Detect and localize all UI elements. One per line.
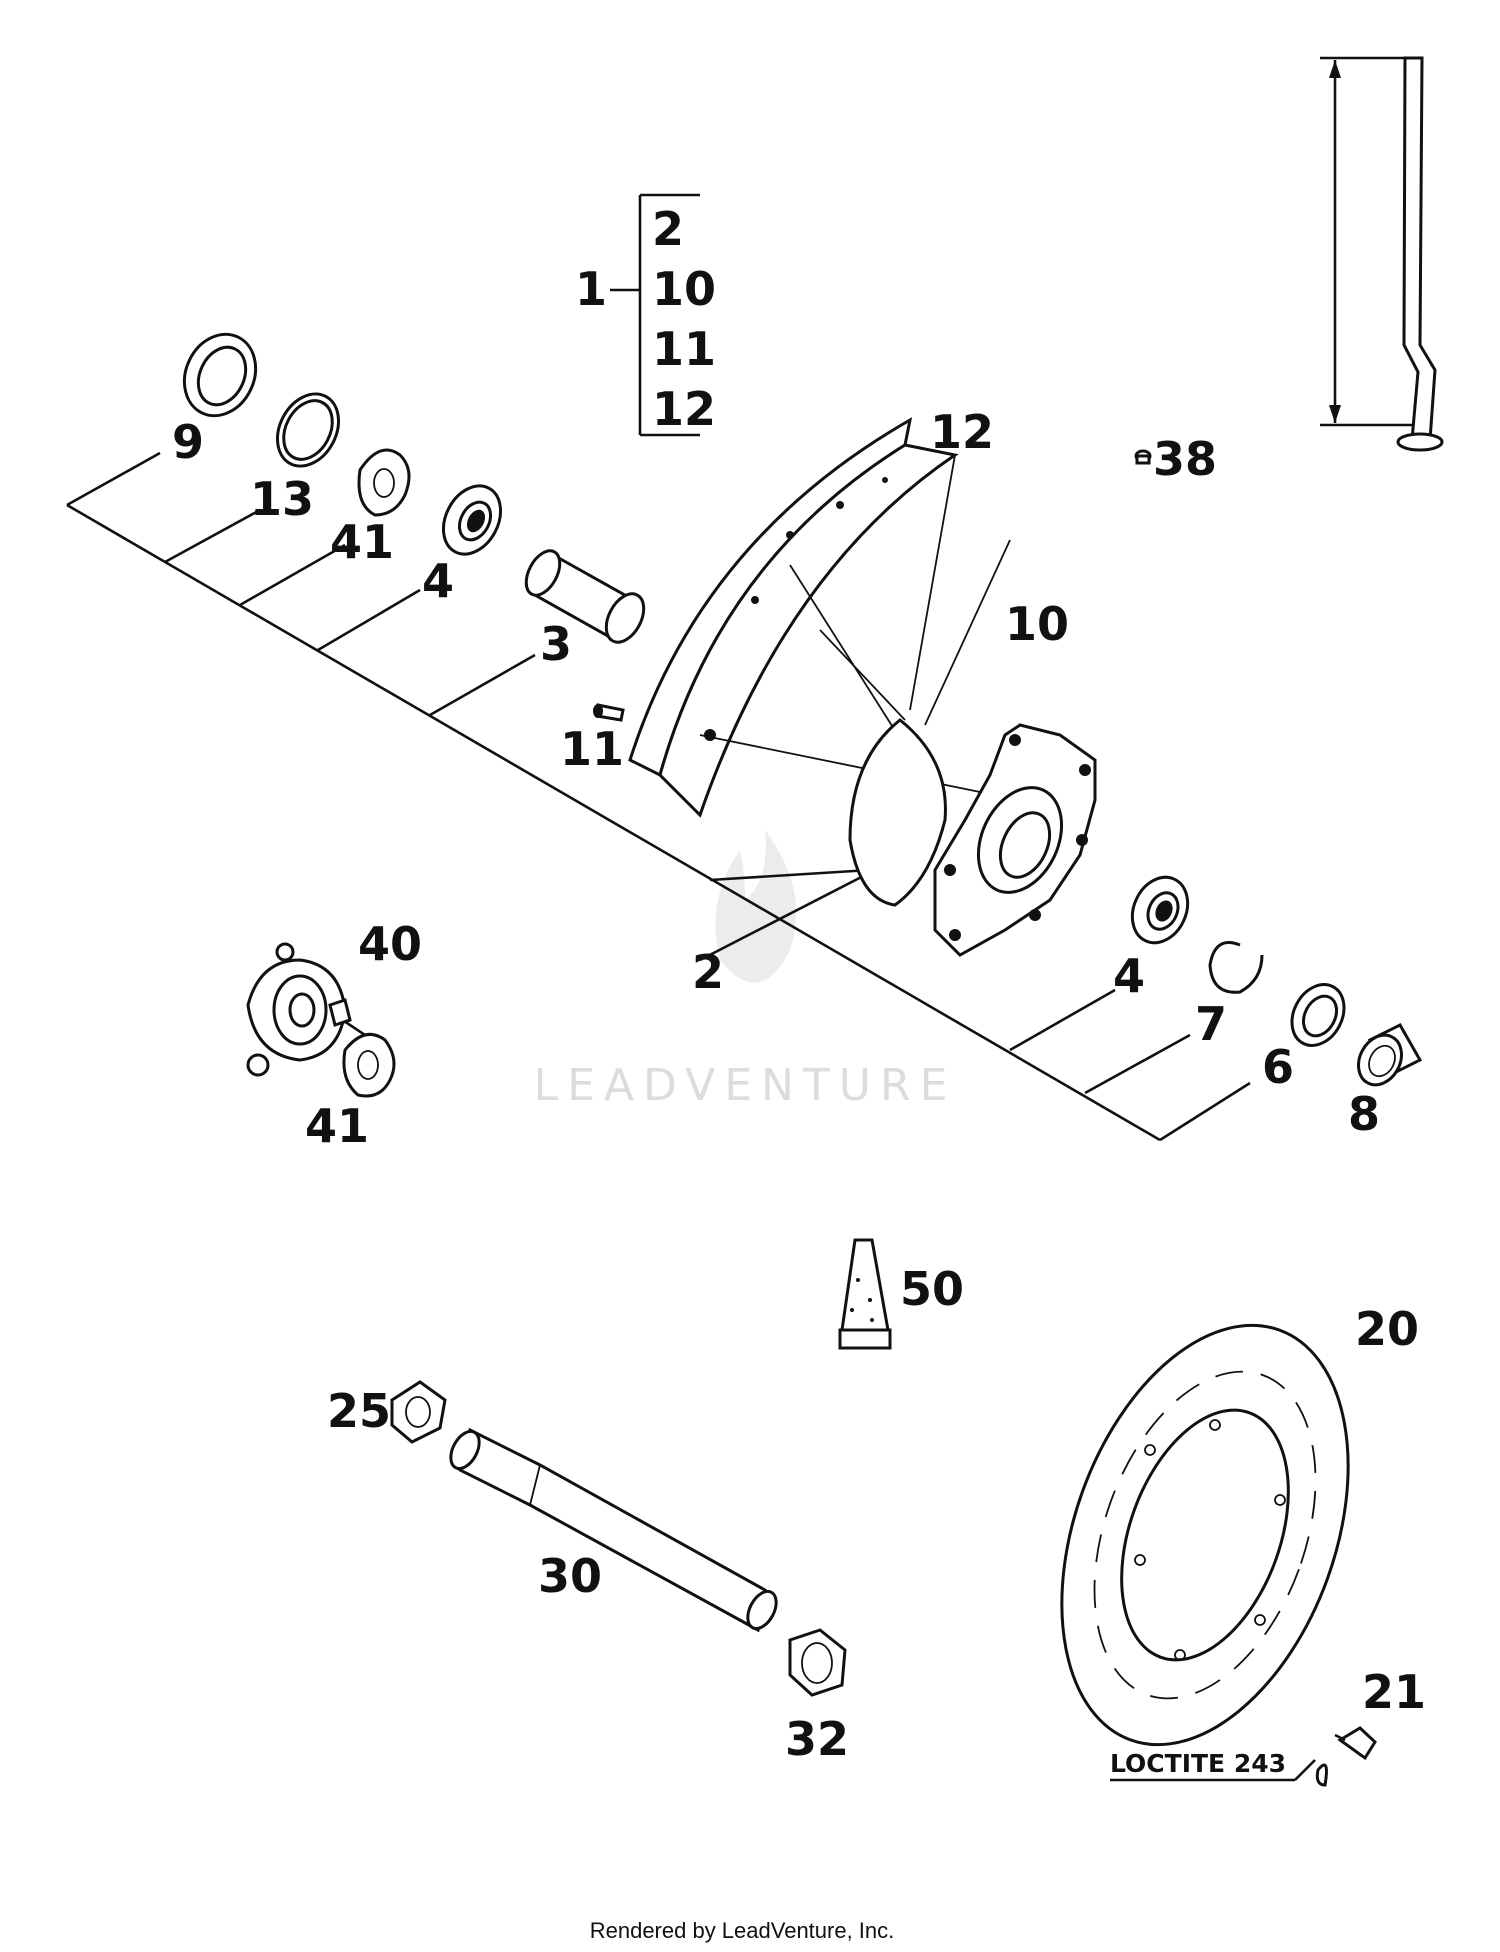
part-20-brake-disc <box>1060 1323 1350 1747</box>
loctite-note: LOCTITE 243 <box>1110 1749 1286 1778</box>
part-4-bearing-right <box>1130 875 1190 945</box>
part-2-hub <box>848 718 1097 957</box>
part-41-plate <box>357 448 411 517</box>
leader-lines <box>66 451 1316 1782</box>
callout-10: 10 <box>1005 597 1069 651</box>
callout-50: 50 <box>900 1262 964 1316</box>
part-11-nipple <box>593 703 625 722</box>
part-40-speedo-drive <box>246 942 352 1077</box>
callout-2: 2 <box>692 945 724 999</box>
part-7-circlip <box>1208 941 1264 994</box>
part-9-seal <box>182 332 258 418</box>
callout-11: 11 <box>560 722 624 776</box>
callout-20: 20 <box>1355 1302 1419 1356</box>
footer-credit: Rendered by LeadVenture, Inc. <box>590 1918 895 1943</box>
callout-kit-12: 12 <box>652 382 716 436</box>
kit-bracket-1 <box>610 193 700 437</box>
part-41-plate-lower <box>342 1032 396 1098</box>
callout-9: 9 <box>172 415 204 469</box>
part-25-nut <box>390 1380 447 1444</box>
part-6-seal <box>1290 983 1346 1047</box>
callout-38: 38 <box>1153 432 1217 486</box>
part-32-nut <box>788 1628 847 1697</box>
watermark: LEADVENTURE <box>534 830 957 1111</box>
callout-40: 40 <box>358 917 422 971</box>
callout-labels: 1 2 10 11 12 9 13 41 4 3 12 38 10 11 2 4… <box>172 202 1426 1766</box>
callout-kit-2: 2 <box>652 202 684 256</box>
watermark-text: LEADVENTURE <box>534 1060 957 1111</box>
callout-12: 12 <box>930 405 994 459</box>
callout-kit-11: 11 <box>652 322 716 376</box>
part-4-bearing-left <box>441 484 503 556</box>
callout-41-lower: 41 <box>305 1099 369 1153</box>
callout-21: 21 <box>1362 1665 1426 1719</box>
callout-4-left: 4 <box>422 554 454 608</box>
spoke-gauge <box>1320 56 1444 452</box>
callout-3: 3 <box>540 617 572 671</box>
callout-41-upper: 41 <box>330 515 394 569</box>
part-21-bolt <box>1315 1726 1377 1787</box>
callout-13: 13 <box>250 472 314 526</box>
part-3-spacer <box>524 549 646 644</box>
part-50-valve-cap <box>838 1238 892 1350</box>
callout-30: 30 <box>538 1549 602 1603</box>
callout-6: 6 <box>1262 1040 1294 1094</box>
callout-kit-10: 10 <box>652 262 716 316</box>
part-8-spacer <box>1357 1023 1423 1087</box>
callout-1: 1 <box>575 262 607 316</box>
part-13-ring <box>276 392 340 468</box>
callout-4-right: 4 <box>1113 949 1145 1003</box>
part-38-plug <box>1134 449 1152 465</box>
callout-32: 32 <box>785 1712 849 1766</box>
part-30-axle <box>449 1427 778 1633</box>
callout-8: 8 <box>1348 1087 1380 1141</box>
callout-7: 7 <box>1195 997 1227 1051</box>
callout-25: 25 <box>327 1384 391 1438</box>
